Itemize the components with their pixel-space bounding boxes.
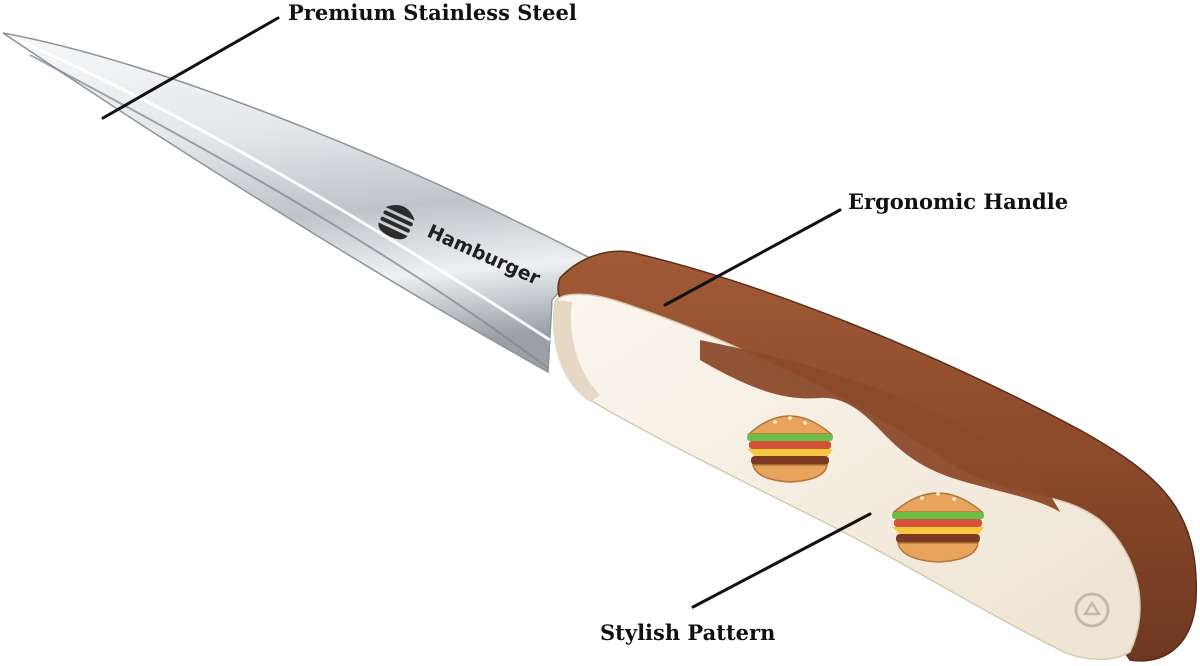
callout-label-blade: Premium Stainless Steel xyxy=(288,0,577,25)
hamburger-icon xyxy=(747,415,834,483)
callout-line-pattern xyxy=(691,512,872,609)
knife-handle xyxy=(552,250,1197,662)
callout-line-handle xyxy=(663,208,842,307)
recycle-emblem-icon xyxy=(1074,592,1110,628)
knife-blade xyxy=(2,32,592,374)
callout-line-blade xyxy=(101,16,280,120)
callout-label-pattern: Stylish Pattern xyxy=(600,620,776,645)
callout-lines xyxy=(101,16,872,609)
burger-logo-icon xyxy=(378,205,415,240)
hamburger-icon xyxy=(891,492,985,563)
callout-label-handle: Ergonomic Handle xyxy=(848,189,1069,214)
